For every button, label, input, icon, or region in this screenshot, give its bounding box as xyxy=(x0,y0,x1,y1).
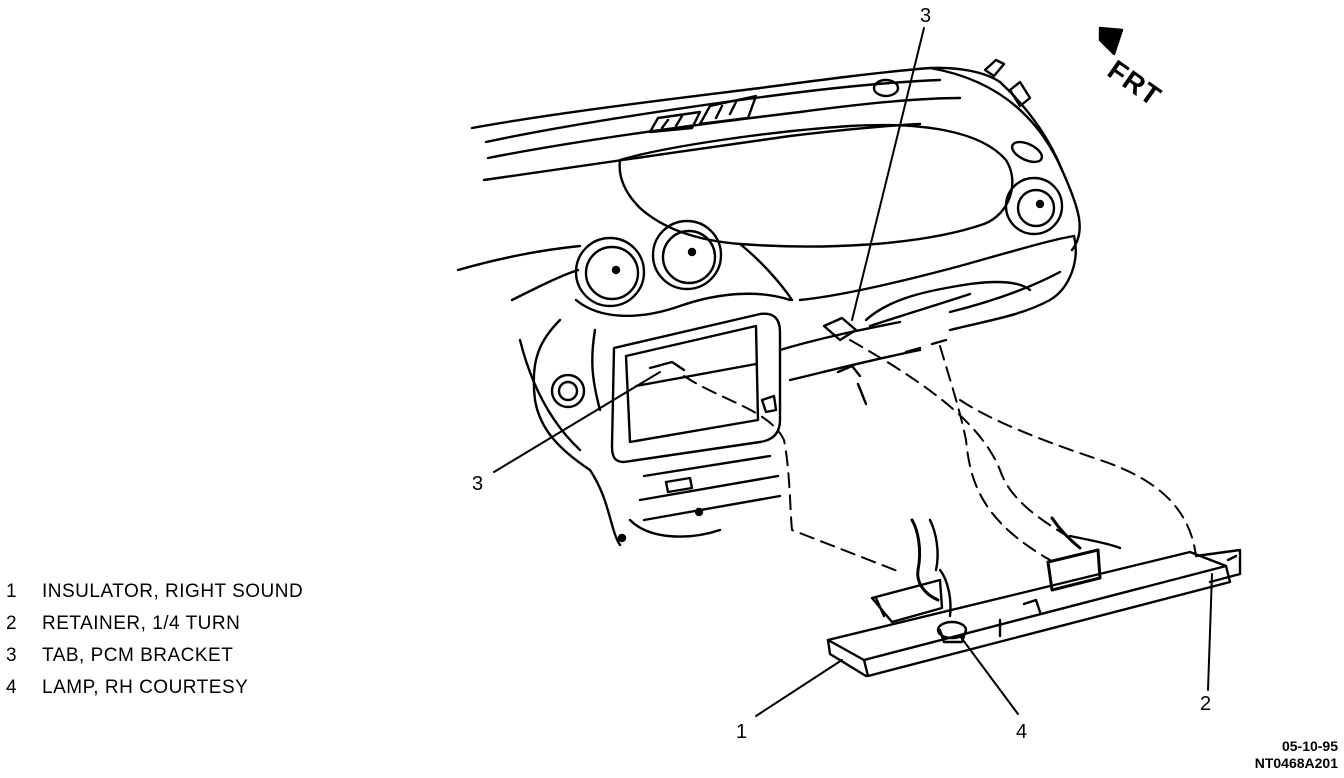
callout-1: 1 xyxy=(736,721,748,743)
legend-number: 4 xyxy=(6,677,18,698)
legend-number: 1 xyxy=(6,581,18,602)
callout-3-left: 3 xyxy=(472,473,484,495)
callout-4: 4 xyxy=(1016,721,1028,743)
callout-2: 2 xyxy=(1200,693,1212,715)
legend-item: 3 TAB, PCM BRACKET xyxy=(6,640,303,672)
legend-text: INSULATOR, RIGHT SOUND xyxy=(42,581,304,602)
front-arrow-icon xyxy=(1098,26,1124,56)
legend-text: RETAINER, 1/4 TURN xyxy=(42,613,241,634)
footer-code: NT0468A201 xyxy=(1254,755,1338,771)
sound-insulator xyxy=(826,548,1242,678)
parts-legend: 1 INSULATOR, RIGHT SOUND 2 RETAINER, 1/4 T… xyxy=(6,576,303,704)
center-stack xyxy=(610,312,782,538)
dash-top-edge xyxy=(470,66,1081,252)
dash-vents xyxy=(648,58,1044,164)
legend-item: 1 INSULATOR, RIGHT SOUND xyxy=(6,576,303,608)
gauges xyxy=(550,176,1064,409)
install-guides xyxy=(683,339,1197,573)
glovebox-area xyxy=(778,234,1077,406)
footer-date: 05-10-95 xyxy=(1281,738,1338,754)
legend-item: 2 RETAINER, 1/4 TURN xyxy=(6,608,303,640)
legend-item: 4 LAMP, RH COURTESY xyxy=(6,672,303,704)
leader-lines xyxy=(493,27,1213,717)
instrument-hood xyxy=(618,123,1014,302)
legend-number: 2 xyxy=(6,613,18,634)
callout-3-top: 3 xyxy=(920,5,932,27)
legend-text: TAB, PCM BRACKET xyxy=(42,645,234,666)
dash-left-outline xyxy=(456,244,792,547)
legend-text: LAMP, RH COURTESY xyxy=(42,677,249,698)
legend-number: 3 xyxy=(6,645,18,666)
